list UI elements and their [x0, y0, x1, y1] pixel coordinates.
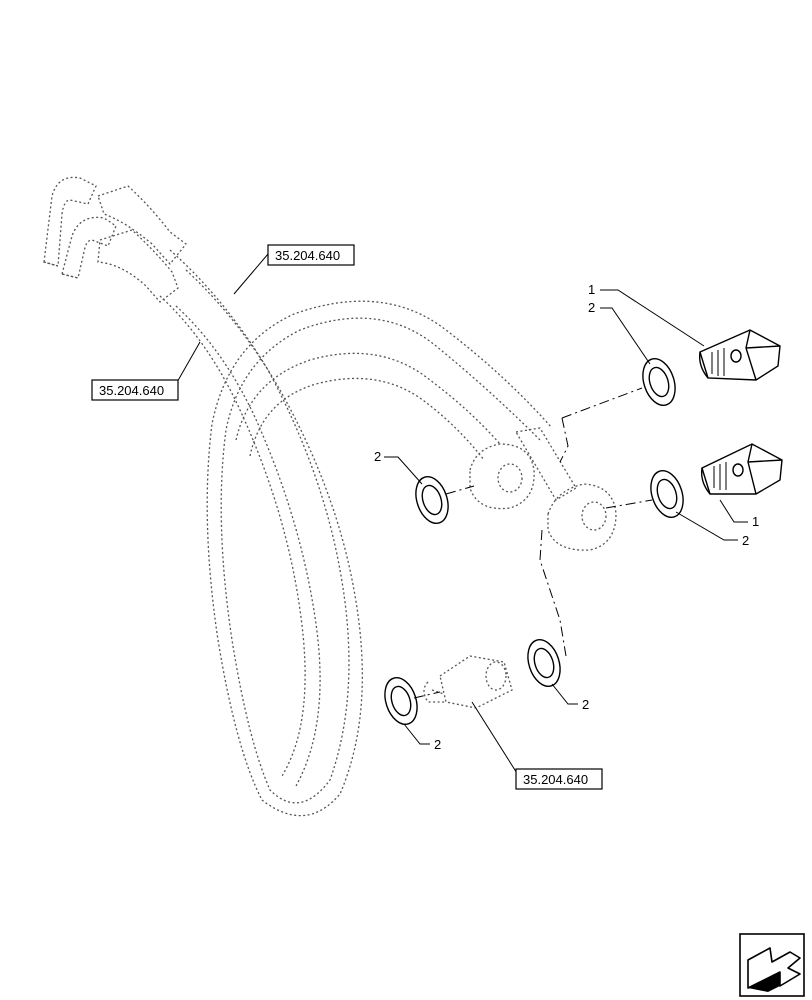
- callout-1-upper: 1: [588, 282, 595, 297]
- banjo-bolt-upper: [698, 329, 781, 381]
- callout-2-adapter-right: 2: [582, 697, 589, 712]
- callout-2-adapter-left: 2: [434, 737, 441, 752]
- next-page-arrow-icon[interactable]: [739, 933, 805, 997]
- ref-box-bottom[interactable]: 35.204.640: [515, 768, 603, 790]
- sealing-washer-adapter-right: [527, 639, 561, 687]
- sealing-washer-adapter-left: [384, 677, 418, 725]
- assembly-lines: [413, 387, 653, 699]
- callout-labels: 1 2 2 1 2 2 2: [374, 282, 759, 752]
- ref-box-left[interactable]: 35.204.640: [91, 379, 179, 401]
- sealing-washer-upper: [642, 358, 676, 406]
- sealing-washer-lower-right: [650, 470, 684, 518]
- callout-2-upper: 2: [588, 300, 595, 315]
- callout-1-lower: 1: [752, 514, 759, 529]
- leader-lines: [175, 253, 748, 779]
- ref-label-left: 35.204.640: [99, 383, 164, 398]
- sealing-washer-left: [415, 476, 449, 524]
- ref-box-top[interactable]: 35.204.640: [267, 244, 355, 266]
- ref-label-bottom: 35.204.640: [523, 772, 588, 787]
- callout-2-left: 2: [374, 449, 381, 464]
- banjo-bolt-lower: [700, 443, 783, 495]
- callout-2-lower-right: 2: [742, 533, 749, 548]
- ref-label-top: 35.204.640: [275, 248, 340, 263]
- hose-assembly: [43, 176, 617, 817]
